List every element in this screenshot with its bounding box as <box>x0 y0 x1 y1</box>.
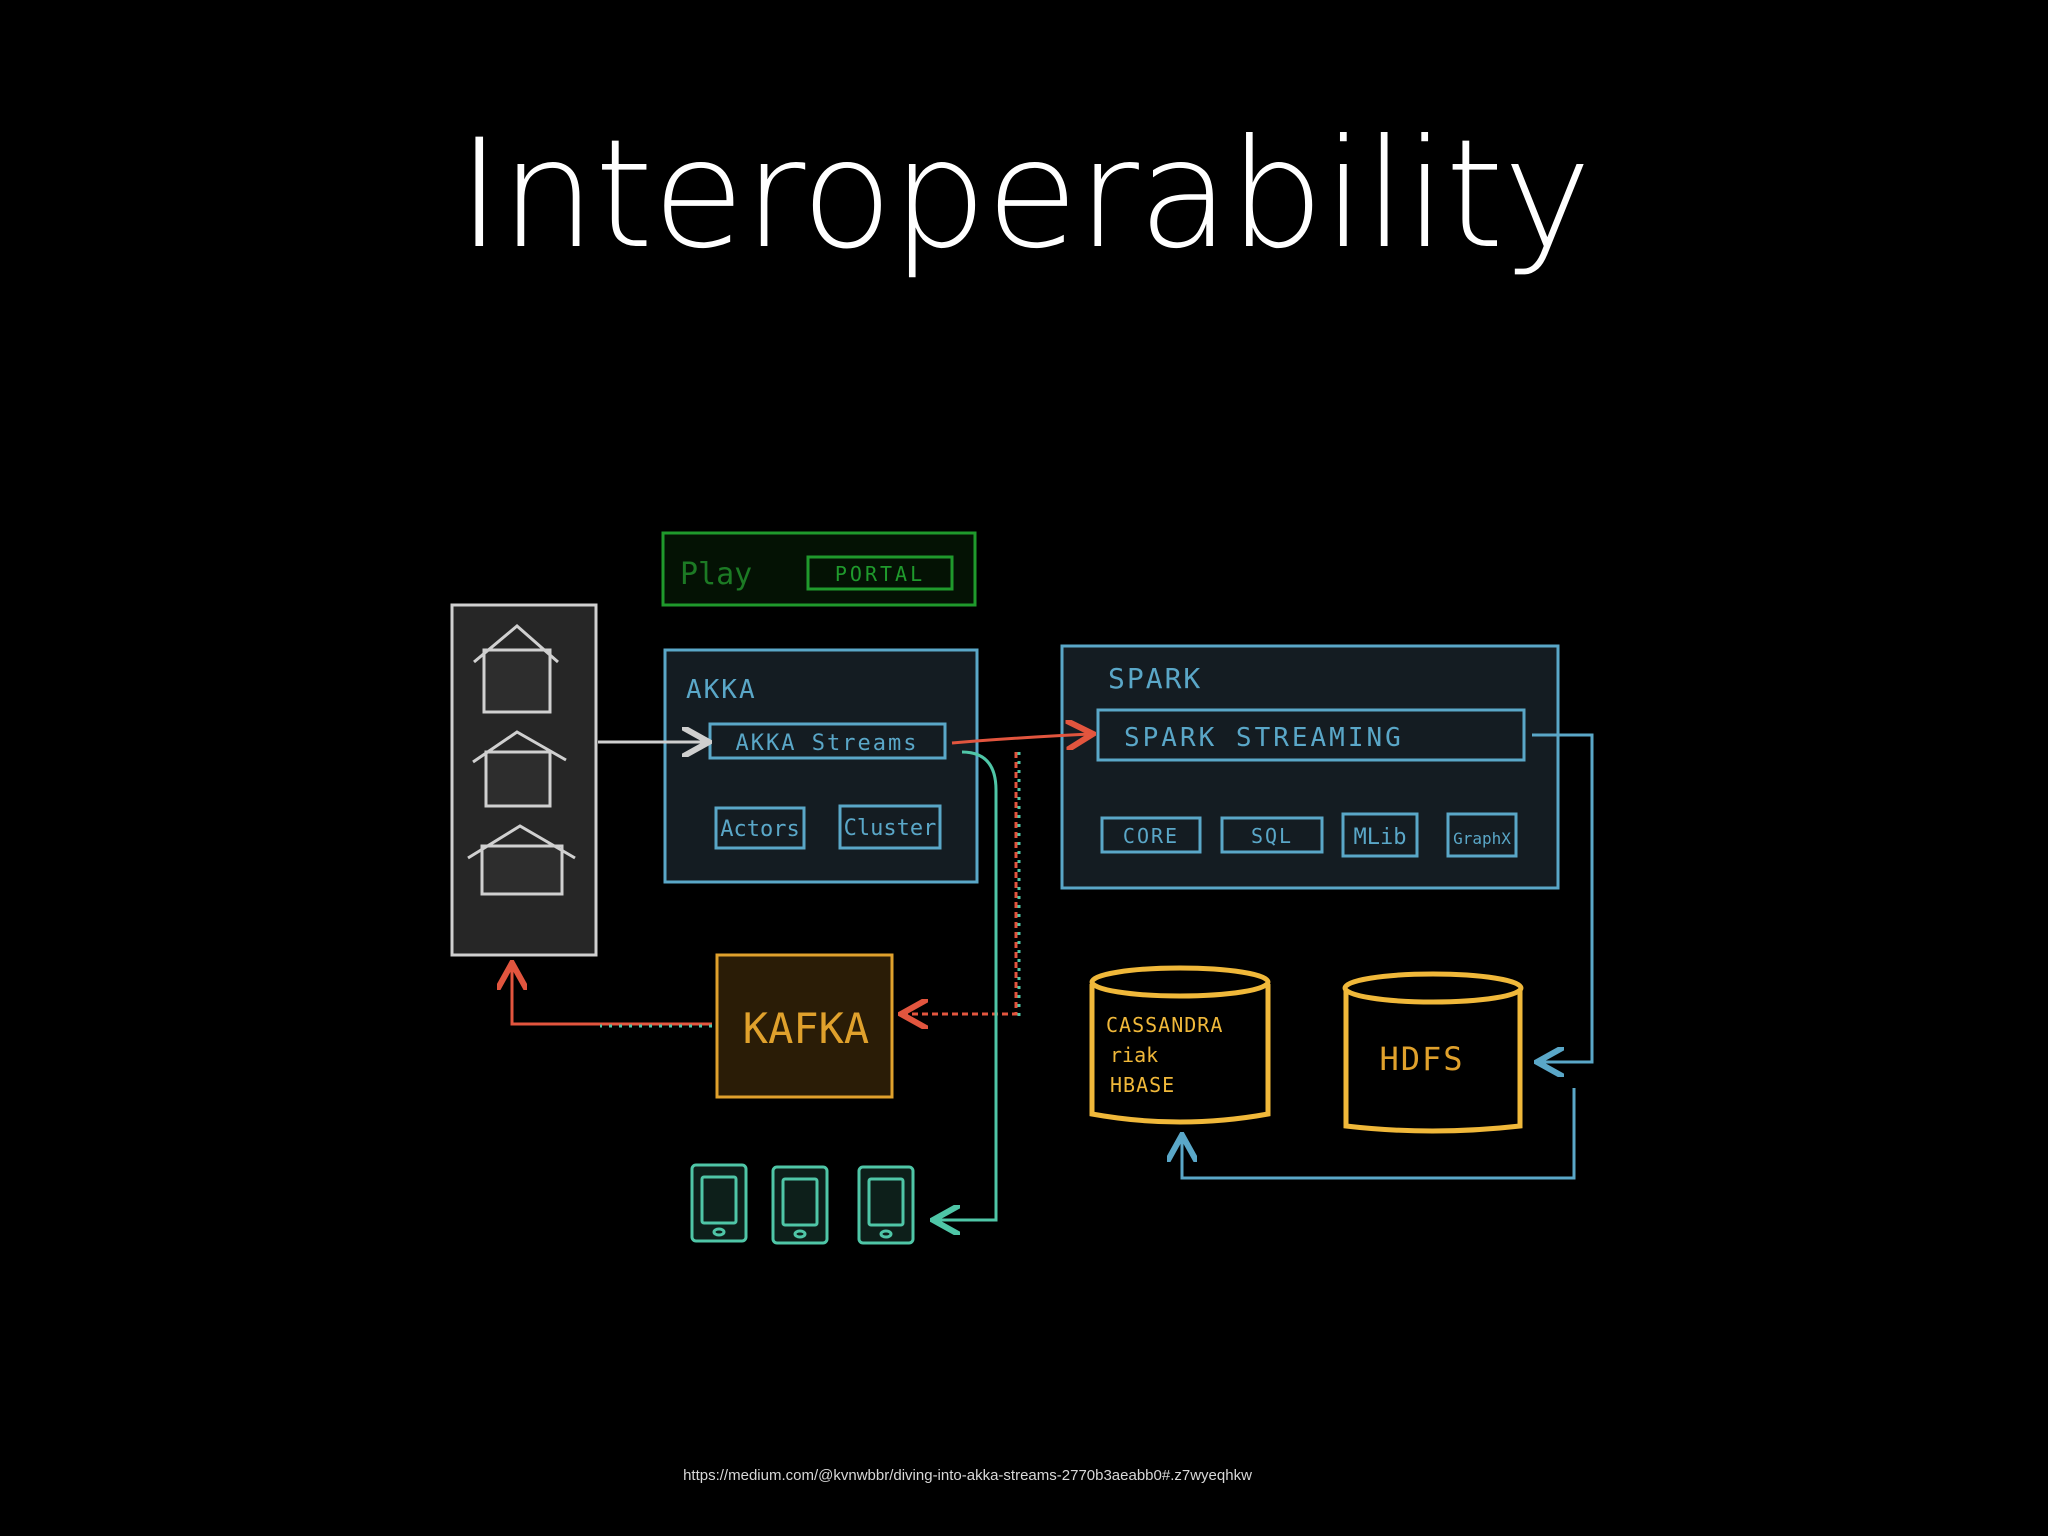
house-icon <box>472 730 567 808</box>
mlib-label: MLib <box>1354 825 1407 850</box>
akka-box: AKKA AKKA Streams Actors Cluster <box>663 648 979 884</box>
sql-box <box>1220 816 1324 854</box>
house-icon <box>473 624 559 714</box>
tablet-icon <box>690 1163 748 1243</box>
arrow-akka-to-spark <box>951 734 1090 743</box>
spark-label: SPARK <box>1108 662 1202 695</box>
core-label: CORE <box>1123 824 1179 848</box>
cluster-box <box>838 804 942 850</box>
actors-box <box>714 806 806 850</box>
mlib-box <box>1341 812 1419 858</box>
graphx-label: GraphX <box>1453 829 1511 848</box>
cassandra-line2: riak <box>1110 1043 1158 1067</box>
actors-label: Actors <box>720 817 799 842</box>
sql-label: SQL <box>1251 824 1293 848</box>
source-url[interactable]: https://medium.com/@kvnwbbr/diving-into-… <box>683 1467 1252 1484</box>
tablet-icon <box>857 1165 915 1245</box>
spark-streaming-box <box>1096 708 1526 762</box>
arrow-spark-to-hdfs <box>1532 733 1594 1062</box>
arrow-akka-to-kafka <box>904 752 1018 1014</box>
cassandra-line1: CASSANDRA <box>1106 1013 1223 1037</box>
data-sources-box <box>450 603 598 957</box>
spark-streaming-label: SPARK STREAMING <box>1124 723 1404 753</box>
devices-group <box>690 1163 915 1245</box>
slide-title: Interoperability <box>457 108 1591 282</box>
play-label: Play <box>680 557 752 592</box>
portal-label: PORTAL <box>835 562 925 586</box>
core-box <box>1100 816 1202 854</box>
arrow-hdfs-to-cassandra <box>1182 1088 1576 1180</box>
akka-label: AKKA <box>686 675 757 705</box>
cassandra-line3: HBASE <box>1110 1073 1175 1097</box>
arrows <box>512 733 1594 1220</box>
cassandra-db: CASSANDRA riak HBASE <box>1089 965 1271 1125</box>
graphx-box <box>1446 812 1518 858</box>
kafka-box: KAFKA <box>715 953 894 1099</box>
hdfs-label: HDFS <box>1379 1040 1464 1078</box>
akka-streams-label: AKKA Streams <box>736 731 919 756</box>
arrow-kafka-to-sources <box>512 966 712 1026</box>
spark-box: SPARK SPARK STREAMING CORE SQL MLib Grap… <box>1060 644 1560 890</box>
arrow-akka-to-devices <box>936 750 998 1220</box>
kafka-label: KAFKA <box>743 1004 869 1053</box>
tablet-icon <box>771 1165 829 1245</box>
hdfs-db: HDFS <box>1342 971 1524 1134</box>
play-box: Play PORTAL <box>661 531 977 607</box>
house-icon <box>467 824 576 896</box>
cluster-label: Cluster <box>844 816 937 841</box>
portal-box <box>806 555 954 591</box>
